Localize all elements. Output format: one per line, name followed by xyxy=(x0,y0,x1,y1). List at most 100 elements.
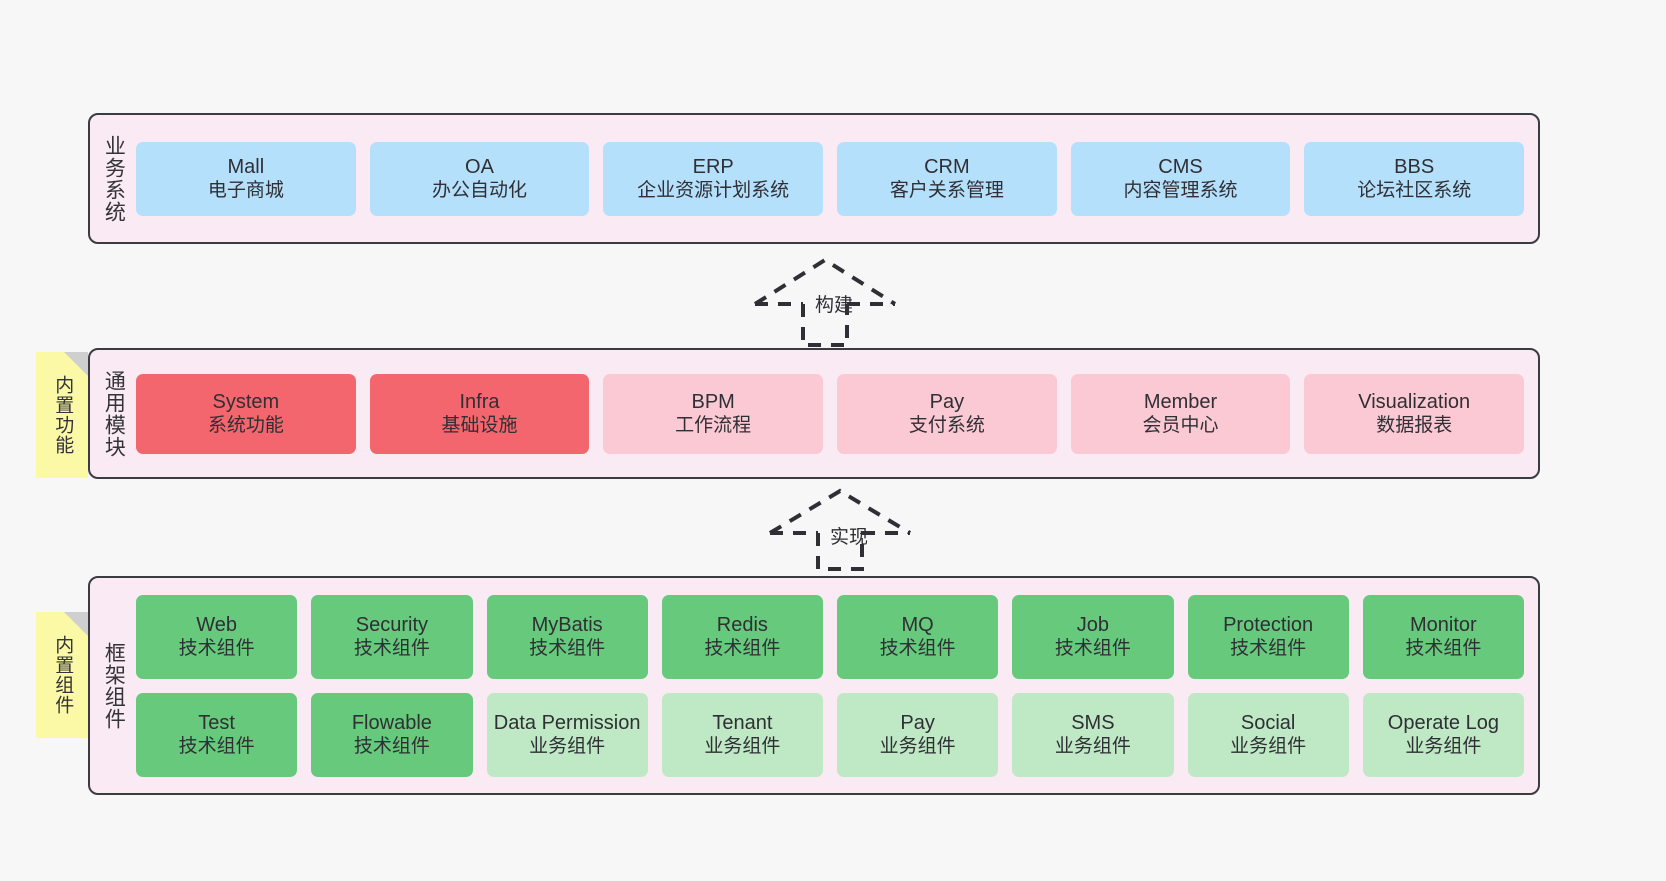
node-oa[interactable]: OA 办公自动化 xyxy=(369,141,590,216)
node-title: BPM xyxy=(691,390,735,413)
node-subtitle: 业务组件 xyxy=(704,736,781,758)
node-subtitle: 客户关系管理 xyxy=(889,180,1004,202)
node-data-permission[interactable]: Data Permission 业务组件 xyxy=(486,692,648,777)
node-subtitle: 数据报表 xyxy=(1376,415,1453,437)
node-title: Member xyxy=(1143,390,1218,413)
node-title: Tenant xyxy=(712,711,773,734)
connector-implement: 实现 xyxy=(765,486,940,571)
node-subtitle: 论坛社区系统 xyxy=(1357,180,1472,202)
node-subtitle: 技术组件 xyxy=(178,638,255,660)
node-title: Monitor xyxy=(1410,613,1477,636)
node-cms[interactable]: CMS 内容管理系统 xyxy=(1070,141,1291,216)
layer-body-business-system: Mall 电子商城 OA 办公自动化 ERP 企业资源计划系统 CRM 客户关系… xyxy=(136,115,1538,242)
node-redis[interactable]: Redis 技术组件 xyxy=(661,594,823,679)
node-sms[interactable]: SMS 业务组件 xyxy=(1012,692,1174,777)
sticky-note-label: 内置功能 xyxy=(52,375,74,455)
node-erp[interactable]: ERP 企业资源计划系统 xyxy=(603,141,824,216)
layer-business-system: 业务系统 Mall 电子商城 OA 办公自动化 ERP 企业资源计划系统 CRM… xyxy=(88,113,1540,244)
node-title: SMS xyxy=(1071,711,1115,734)
node-title: Web xyxy=(196,613,237,636)
node-title: Protection xyxy=(1223,613,1314,636)
node-title: Infra xyxy=(459,390,500,413)
node-title: Data Permission xyxy=(493,711,641,734)
node-title: System xyxy=(212,390,280,413)
node-subtitle: 业务组件 xyxy=(529,736,606,758)
node-subtitle: 技术组件 xyxy=(529,638,606,660)
node-subtitle: 技术组件 xyxy=(704,638,781,660)
node-title: Mall xyxy=(227,155,265,178)
node-title: OA xyxy=(465,155,494,178)
node-crm[interactable]: CRM 客户关系管理 xyxy=(837,141,1057,216)
node-title: BBS xyxy=(1394,155,1435,178)
node-subtitle: 办公自动化 xyxy=(432,180,528,202)
connector-build-label: 构建 xyxy=(815,295,854,316)
framework-row-technical: Web 技术组件 Security 技术组件 MyBatis 技术组件 Redi… xyxy=(136,594,1524,679)
node-pay-component[interactable]: Pay 业务组件 xyxy=(837,692,999,777)
sticky-note-builtin-components: 内置组件 xyxy=(36,612,88,738)
node-operate-log[interactable]: Operate Log 业务组件 xyxy=(1362,692,1524,777)
sticky-note-label: 内置组件 xyxy=(52,635,74,715)
node-subtitle: 支付系统 xyxy=(908,415,985,437)
node-member[interactable]: Member 会员中心 xyxy=(1070,373,1291,454)
build-arrow-icon xyxy=(753,257,897,347)
node-title: Redis xyxy=(716,613,768,636)
node-subtitle: 系统功能 xyxy=(207,415,284,437)
node-title: Pay xyxy=(929,390,965,413)
node-subtitle: 业务组件 xyxy=(1230,736,1307,758)
page-fold-icon xyxy=(64,352,88,376)
node-job[interactable]: Job 技术组件 xyxy=(1012,594,1174,679)
node-title: Test xyxy=(198,711,235,734)
node-monitor[interactable]: Monitor 技术组件 xyxy=(1362,594,1524,679)
node-title: Social xyxy=(1240,711,1296,734)
node-social[interactable]: Social 业务组件 xyxy=(1187,692,1349,777)
node-security[interactable]: Security 技术组件 xyxy=(311,594,473,679)
implement-arrow-icon xyxy=(768,488,912,571)
node-subtitle: 基础设施 xyxy=(441,415,518,437)
node-subtitle: 业务组件 xyxy=(879,736,956,758)
node-subtitle: 业务组件 xyxy=(1054,736,1131,758)
layer-body-framework-component: Web 技术组件 Security 技术组件 MyBatis 技术组件 Redi… xyxy=(136,578,1538,793)
connector-build: 构建 xyxy=(750,252,925,347)
layer-common-module: 通用模块 System 系统功能 Infra 基础设施 BPM 工作流程 Pay… xyxy=(88,348,1540,479)
node-title: Visualization xyxy=(1358,390,1471,413)
node-subtitle: 会员中心 xyxy=(1142,415,1219,437)
node-subtitle: 技术组件 xyxy=(353,638,430,660)
node-subtitle: 企业资源计划系统 xyxy=(637,180,790,202)
node-title: MQ xyxy=(901,613,934,636)
node-system[interactable]: System 系统功能 xyxy=(136,373,356,454)
node-title: Job xyxy=(1076,613,1109,636)
node-title: Flowable xyxy=(351,711,432,734)
node-title: Security xyxy=(355,613,428,636)
node-test[interactable]: Test 技术组件 xyxy=(136,692,298,777)
node-title: MyBatis xyxy=(531,613,603,636)
framework-row-business: Test 技术组件 Flowable 技术组件 Data Permission … xyxy=(136,692,1524,777)
page-fold-icon xyxy=(64,612,88,636)
node-subtitle: 技术组件 xyxy=(353,736,430,758)
node-protection[interactable]: Protection 技术组件 xyxy=(1187,594,1349,679)
node-web[interactable]: Web 技术组件 xyxy=(136,594,298,679)
node-subtitle: 技术组件 xyxy=(1054,638,1131,660)
connector-implement-label: 实现 xyxy=(830,527,869,548)
node-title: CMS xyxy=(1158,155,1203,178)
node-subtitle: 电子商城 xyxy=(207,180,284,202)
node-subtitle: 技术组件 xyxy=(1405,638,1482,660)
node-mybatis[interactable]: MyBatis 技术组件 xyxy=(486,594,648,679)
node-title: CRM xyxy=(924,155,970,178)
node-title: ERP xyxy=(692,155,734,178)
node-subtitle: 内容管理系统 xyxy=(1123,180,1238,202)
node-infra[interactable]: Infra 基础设施 xyxy=(369,373,590,454)
node-flowable[interactable]: Flowable 技术组件 xyxy=(311,692,473,777)
node-mq[interactable]: MQ 技术组件 xyxy=(837,594,999,679)
node-bbs[interactable]: BBS 论坛社区系统 xyxy=(1304,141,1525,216)
node-pay-module[interactable]: Pay 支付系统 xyxy=(837,373,1057,454)
layer-label-business-system: 业务系统 xyxy=(102,134,126,223)
node-mall[interactable]: Mall 电子商城 xyxy=(136,141,356,216)
node-bpm[interactable]: BPM 工作流程 xyxy=(603,373,824,454)
node-subtitle: 技术组件 xyxy=(1230,638,1307,660)
layer-body-common-module: System 系统功能 Infra 基础设施 BPM 工作流程 Pay 支付系统… xyxy=(136,350,1538,477)
node-subtitle: 技术组件 xyxy=(178,736,255,758)
business-row: Mall 电子商城 OA 办公自动化 ERP 企业资源计划系统 CRM 客户关系… xyxy=(136,141,1525,216)
node-visualization[interactable]: Visualization 数据报表 xyxy=(1304,373,1525,454)
node-tenant[interactable]: Tenant 业务组件 xyxy=(661,692,823,777)
